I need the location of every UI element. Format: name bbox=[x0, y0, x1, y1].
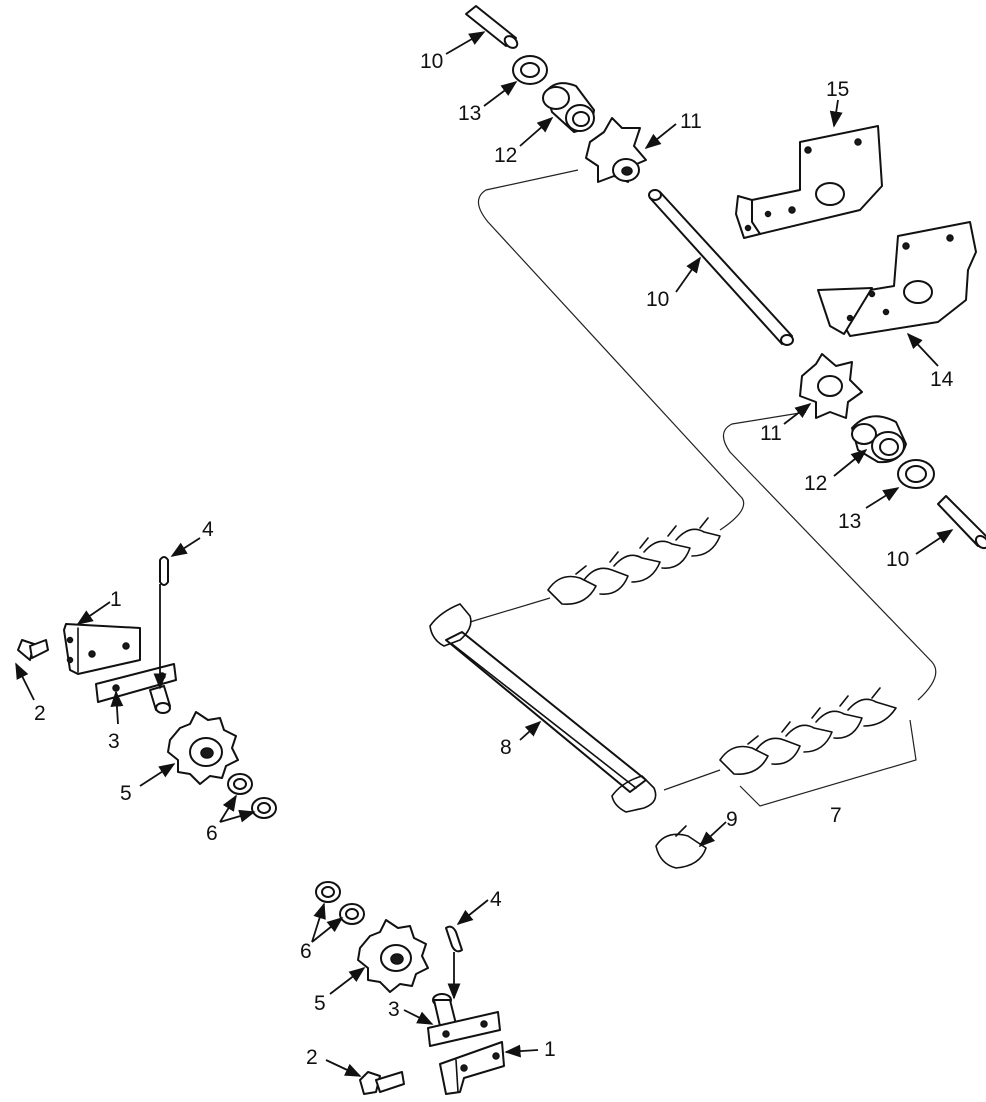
chain-link-left-upper bbox=[469, 597, 551, 623]
callout-washer-13-top: 13 bbox=[458, 102, 481, 125]
bearing-12-top bbox=[542, 82, 595, 133]
callout-clip-9: 9 bbox=[726, 808, 738, 831]
callout-sprocket-11-lower: 11 bbox=[760, 422, 782, 445]
callout-washer-6-left: 6 bbox=[206, 822, 218, 845]
cotter-pin-4-bottom bbox=[445, 925, 463, 953]
callout-sprocket-11-top: 11 bbox=[680, 110, 702, 133]
callout-bolt-2-left: 2 bbox=[34, 702, 46, 725]
washer-6-bottom-b bbox=[339, 903, 365, 925]
callout-washer-6-bottom: 6 bbox=[300, 940, 312, 963]
bolt-2-bottom bbox=[359, 1071, 405, 1095]
washer-13-lower bbox=[897, 459, 935, 489]
callout-pin-10-lower: 10 bbox=[886, 548, 909, 571]
callout-bracket-1-left: 1 bbox=[110, 588, 122, 611]
callout-cotter-pin-4-left: 4 bbox=[202, 518, 214, 541]
washer-6-bottom-a bbox=[315, 881, 341, 903]
chain-7-bracket bbox=[739, 719, 917, 807]
callout-slat-8: 8 bbox=[500, 736, 512, 759]
sprocket-5-bottom bbox=[357, 919, 429, 993]
sprocket-11-top bbox=[585, 117, 647, 183]
callout-pin-10-top: 10 bbox=[420, 50, 443, 73]
callout-bolt-2-bottom: 2 bbox=[306, 1046, 318, 1069]
bracket-15 bbox=[735, 125, 883, 239]
callout-bearing-12-top: 12 bbox=[494, 144, 517, 167]
axle-left bbox=[149, 685, 171, 714]
cotter-pin-4-left bbox=[159, 556, 169, 586]
callout-plate-3-bottom: 3 bbox=[388, 998, 400, 1021]
bolt-2-left bbox=[17, 639, 49, 661]
callout-bracket-1-bottom: 1 bbox=[544, 1038, 556, 1061]
chain-link-left-lower bbox=[663, 769, 721, 791]
chain-path-lower bbox=[722, 411, 937, 701]
washer-13-top bbox=[512, 55, 548, 85]
chain-links-lower bbox=[719, 687, 897, 775]
washer-6-left-a bbox=[227, 773, 253, 795]
callout-plate-3-left: 3 bbox=[108, 730, 120, 753]
callout-bracket-15: 15 bbox=[826, 78, 849, 101]
sprocket-5-left bbox=[167, 711, 239, 785]
shaft-10-middle bbox=[648, 189, 794, 346]
pin-10-lower bbox=[937, 495, 986, 550]
chain-links-upper bbox=[547, 517, 721, 605]
plate-3-bottom bbox=[427, 1011, 501, 1047]
bracket-14 bbox=[817, 221, 977, 337]
washer-6-left-b bbox=[251, 797, 277, 819]
callout-shaft-10-middle: 10 bbox=[646, 288, 669, 311]
bracket-1-left bbox=[63, 623, 141, 675]
sprocket-11-lower bbox=[799, 353, 863, 419]
clip-9 bbox=[655, 825, 711, 869]
callout-washer-13-lower: 13 bbox=[838, 510, 861, 533]
bracket-1-bottom bbox=[439, 1041, 505, 1095]
slat-8 bbox=[429, 603, 657, 813]
callout-bearing-12-lower: 12 bbox=[804, 472, 827, 495]
callout-bracket-14: 14 bbox=[930, 368, 954, 391]
chain-path-upper bbox=[477, 169, 745, 531]
axle-bottom bbox=[432, 993, 457, 1027]
callout-chain-7: 7 bbox=[830, 804, 842, 827]
callout-cotter-pin-4-bottom: 4 bbox=[490, 888, 502, 911]
callout-sprocket-5-bottom: 5 bbox=[314, 992, 326, 1015]
pin-10-top bbox=[465, 5, 519, 49]
callout-sprocket-5-left: 5 bbox=[120, 782, 132, 805]
